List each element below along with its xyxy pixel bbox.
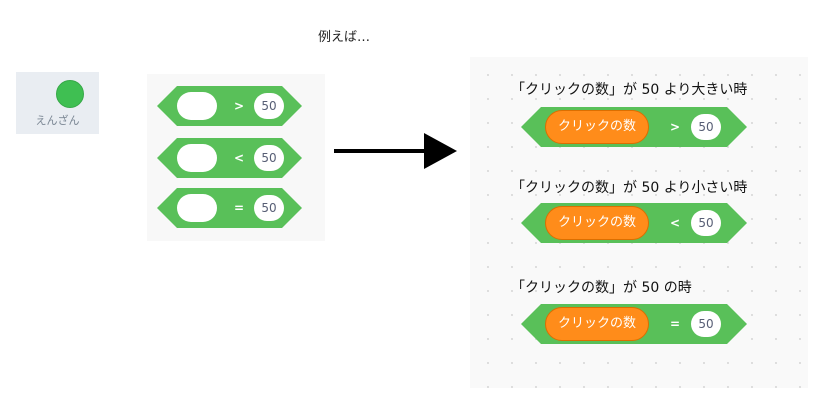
empty-input-slot[interactable]	[177, 92, 217, 120]
operator-symbol: =	[233, 201, 245, 215]
caption: 例えば…	[318, 30, 371, 45]
variable-reporter[interactable]: クリックの数	[545, 307, 649, 341]
example-label-greater: 「クリックの数」が 50 より大きい時	[511, 82, 748, 98]
less-than-block[interactable]: < 50	[157, 138, 302, 178]
operator-symbol: >	[233, 99, 245, 113]
example-label-equals: 「クリックの数」が 50 の時	[511, 280, 692, 296]
block-palette: > 50 < 50 = 50	[147, 74, 325, 241]
number-input[interactable]: 50	[254, 93, 284, 119]
empty-input-slot[interactable]	[177, 194, 217, 222]
arrow-shaft	[334, 149, 426, 153]
number-input[interactable]: 50	[254, 145, 284, 171]
variable-reporter[interactable]: クリックの数	[545, 110, 649, 144]
operator-symbol: >	[669, 120, 681, 134]
empty-input-slot[interactable]	[177, 144, 217, 172]
greater-than-block[interactable]: > 50	[157, 86, 302, 126]
operator-symbol: =	[669, 317, 681, 331]
operator-symbol: <	[233, 151, 245, 165]
arrow-right-icon	[424, 133, 457, 169]
example-less-than-block[interactable]: クリックの数 < 50	[521, 203, 747, 243]
number-input[interactable]: 50	[254, 195, 284, 221]
number-input[interactable]: 50	[691, 311, 721, 337]
category-operators-button[interactable]: えんざん	[16, 72, 99, 134]
number-input[interactable]: 50	[691, 210, 721, 236]
number-input[interactable]: 50	[691, 114, 721, 140]
equals-block[interactable]: = 50	[157, 188, 302, 228]
operator-symbol: <	[669, 216, 681, 230]
variable-reporter[interactable]: クリックの数	[545, 206, 649, 240]
category-circle-icon	[56, 80, 84, 108]
category-label: えんざん	[35, 114, 80, 127]
example-label-less: 「クリックの数」が 50 より小さい時	[511, 180, 748, 196]
example-equals-block[interactable]: クリックの数 = 50	[521, 304, 747, 344]
example-greater-than-block[interactable]: クリックの数 > 50	[521, 107, 747, 147]
